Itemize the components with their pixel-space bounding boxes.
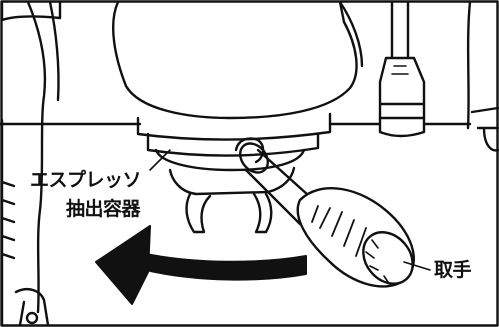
machine-body-outline xyxy=(0,0,62,22)
portafilter-leader-line xyxy=(149,149,171,171)
right-bracket xyxy=(476,126,499,152)
label-portafilter-line1: エスプレッソ xyxy=(30,169,142,191)
portafilter-spout xyxy=(185,192,212,234)
label-portafilter-line2: 抽出容器 xyxy=(66,198,141,220)
rotation-arrow-body xyxy=(145,253,307,281)
portafilter-spout-right xyxy=(252,192,273,234)
right-pipe xyxy=(466,0,472,130)
group-head-ring xyxy=(146,132,320,157)
left-bottom-knob xyxy=(25,311,39,325)
machine-inner-curve xyxy=(338,0,364,68)
steam-wand-rings xyxy=(378,102,426,120)
group-head-collar xyxy=(136,112,332,141)
steam-wand-body xyxy=(378,56,426,138)
left-bottom-tool xyxy=(14,288,50,327)
left-pipe-inner xyxy=(48,0,60,102)
portafilter-basket xyxy=(168,166,296,196)
right-bracket-lower xyxy=(470,106,499,114)
steam-wand-tube xyxy=(390,0,410,60)
handle-shaft-bottom xyxy=(244,168,302,226)
label-handle: 取手 xyxy=(434,259,472,281)
left-spring xyxy=(0,180,16,260)
machine-top-curve xyxy=(112,0,358,120)
group-head-base xyxy=(154,148,306,172)
handle-cap-ridges xyxy=(365,239,389,283)
handle-neck xyxy=(239,142,269,174)
portafilter-collar xyxy=(234,137,265,164)
steam-wand-top-detail xyxy=(391,65,409,75)
handle-grip-ridges xyxy=(311,205,379,267)
handle-leader-line xyxy=(403,261,431,271)
rotation-arrow-head xyxy=(95,225,151,305)
left-pipe xyxy=(26,0,47,314)
